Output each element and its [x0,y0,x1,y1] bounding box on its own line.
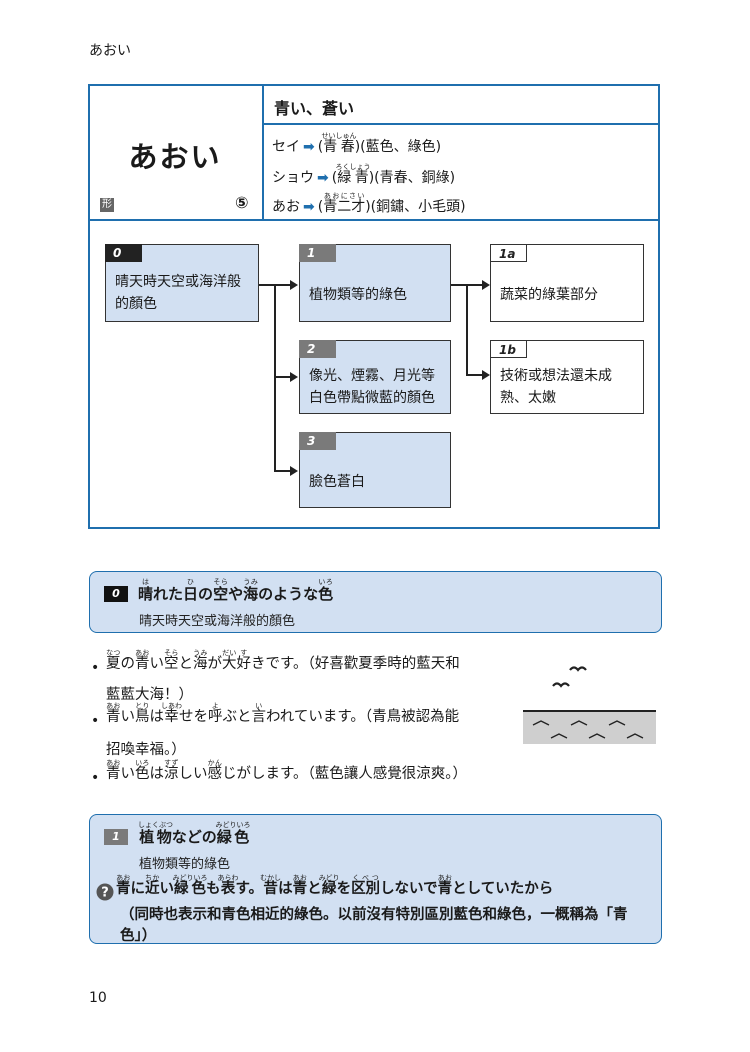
node-tag: 0 [105,244,142,262]
page-number: 10 [89,990,107,1006]
reading-label: セイ [272,139,300,155]
node-tag: 1a [490,244,527,262]
svg-text:?: ? [101,886,109,901]
node-text: 蔬菜的綠葉部分 [500,287,598,303]
wave-icon [532,720,550,726]
sense-node-1: 1 植物類等的綠色 [299,244,451,322]
sense-tag: 0 [104,586,128,602]
running-head: あおい [89,43,131,59]
node-text: 晴天時天空或海洋般的顏色 [115,274,241,312]
part-of-speech-badge: 形 [100,198,114,212]
wave-icon [588,733,606,739]
sense-1-japanese: 植物しょくぶつなどの緑色みどりいろ [138,821,251,846]
arrow-right-icon: ➡ [303,199,315,215]
wave-icon [608,720,626,726]
sense-0-header: 0 晴はれた日ひの空そらや海うみのような色いろ 晴天時天空或海洋般的顏色 [89,571,662,633]
node-text: 像光、煙霧、月光等白色帶點微藍的顏色 [309,368,435,406]
sense-node-1a: 1a 蔬菜的綠葉部分 [490,244,644,322]
connector-line [466,284,468,376]
sense-node-1b: 1b 技術或想法還未成熟、太嫩 [490,340,644,414]
reading-gloss: (藍色、綠色) [360,139,442,155]
reading-gloss: (青春、銅綠) [374,170,456,186]
header-divider-top [262,123,660,125]
node-text: 植物類等的綠色 [309,287,407,303]
sense-node-3: 3 臉色蒼白 [299,432,451,508]
accent-number: ⑤ [235,193,249,212]
example-1-line2: 招喚幸福。） [106,742,186,758]
reading-row-shou: ショウ➡(緑青ろくしょう)(青春、銅綠) [272,163,456,186]
arrowhead-icon [482,370,490,380]
bullet-icon: • [91,713,100,729]
sense-1-section: 1 植物しょくぶつなどの緑色みどりいろ 植物類等的綠色 ? 青あおに近ちかい緑色… [89,814,662,944]
reading-gloss: (銅鏽、小毛頭) [370,199,466,215]
sense-1-note-japanese: 青あおに近ちかい緑色みどりいろも表あらわす。昔むかしは青あおと緑みどりを区別くべ… [116,874,554,897]
example-0-line2: 藍藍大海！） [106,687,193,703]
sense-tag: 1 [104,829,128,845]
sense-0-translation: 晴天時天空或海洋般的顏色 [139,614,296,629]
header-divider-bottom [90,219,660,221]
node-tag: 1 [299,244,336,262]
reading-label: ショウ [272,170,314,186]
node-text: 技術或想法還未成熟、太嫩 [500,368,612,406]
reading-word: 青春せいしゅん [321,132,357,155]
sea-fill [523,710,656,744]
arrowhead-icon [290,466,298,476]
bird-icon [569,666,587,672]
sense-1-note-translation: （同時也表示和青色相近的綠色。以前沒有特別區別藍色和綠色，一概稱為「青色」） [120,907,628,944]
node-tag: 2 [299,340,336,358]
connector-line [274,376,290,378]
example-1-line1: 青あおい鳥とりは幸しあわせを呼よぶと言いわれています。（青鳥被認為能 [106,702,460,725]
wave-icon [570,720,588,726]
arrowhead-icon [482,280,490,290]
connector-line [466,374,482,376]
node-tag: 1b [490,340,527,358]
arrowhead-icon [290,372,298,382]
bullet-icon: • [91,770,100,786]
wave-icon [626,733,644,739]
arrow-right-icon: ➡ [317,170,329,186]
sense-node-0: 0 晴天時天空或海洋般的顏色 [105,244,259,322]
bird-icon [552,682,570,688]
arrow-right-icon: ➡ [303,139,315,155]
bullet-icon: • [91,660,100,676]
reading-word: 緑青ろくしょう [335,163,371,186]
reading-word: 青二才あおにさい [323,192,366,215]
node-text: 臉色蒼白 [309,474,365,490]
arrowhead-icon [290,280,298,290]
reading-label: あお [272,199,300,215]
connector-line [274,470,290,472]
header-divider-vertical [262,86,264,219]
example-0-line1: 夏なつの青あおい空そらと海うみが大だい好すきです。（好喜歡夏季時的藍天和 [106,649,460,672]
sense-1-translation: 植物類等的綠色 [139,857,231,872]
reading-row-sei: セイ➡(青春せいしゅん)(藍色、綠色) [272,132,442,155]
entry-headword: あおい [128,140,222,174]
connector-line [274,284,276,472]
kanji-forms: 青い、蒼い [274,99,355,118]
sea-birds-illustration [523,666,656,744]
node-tag: 3 [299,432,336,450]
example-2-line1: 青あおい色いろは涼すずしい感かんじがします。（藍色讓人感覺很涼爽。） [106,759,468,782]
wave-icon [550,733,568,739]
entry-panel: あおい 形 ⑤ 青い、蒼い セイ➡(青春せいしゅん)(藍色、綠色) ショウ➡(緑… [88,84,660,529]
sense-0-japanese: 晴はれた日ひの空そらや海うみのような色いろ [138,578,334,603]
reading-row-ao: あお➡(青二才あおにさい)(銅鏽、小毛頭) [272,192,466,215]
sense-node-2: 2 像光、煙霧、月光等白色帶點微藍的顏色 [299,340,451,414]
question-icon: ? [96,883,114,901]
